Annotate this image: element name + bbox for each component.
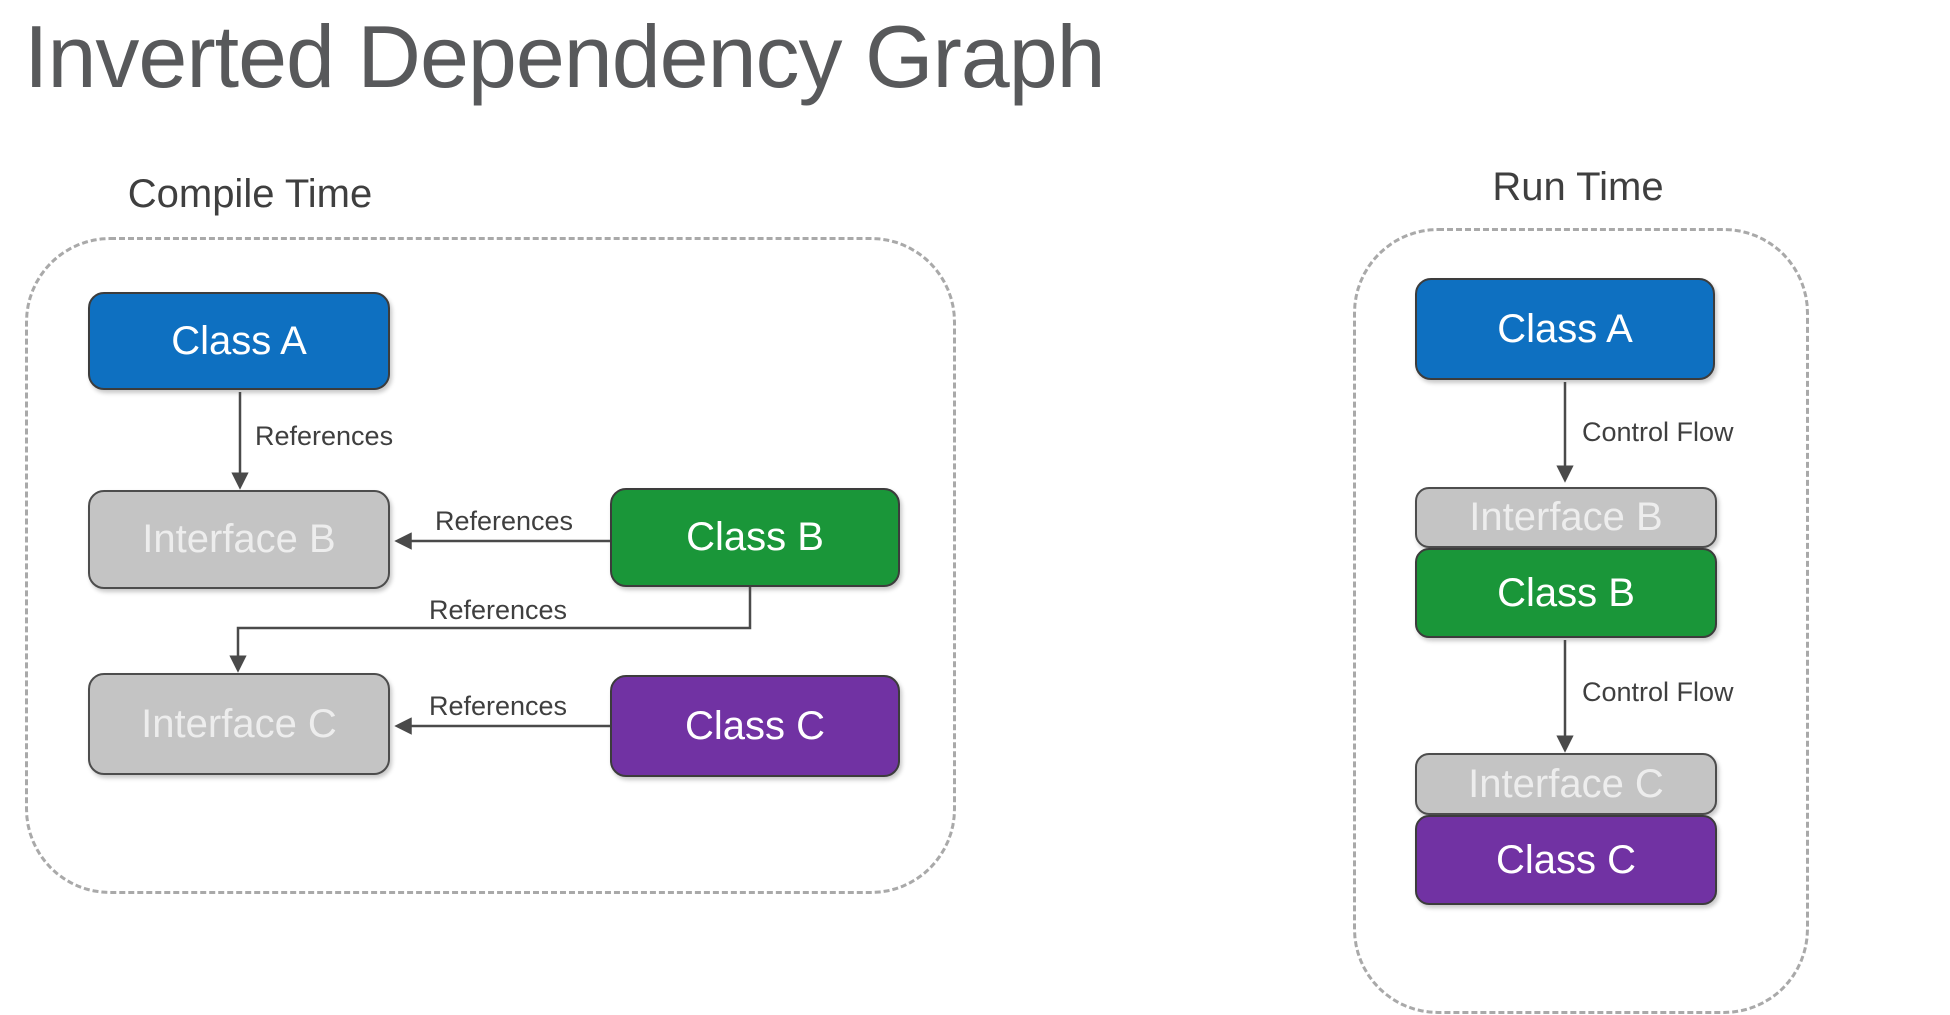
compile-class-b-node: Class B <box>610 488 900 587</box>
compile-interface-b-node: Interface B <box>88 490 390 589</box>
edge-label-a-references-interface-b: References <box>255 421 394 451</box>
compile-time-container <box>25 237 956 894</box>
run-interface-b-node: Interface B <box>1415 487 1717 548</box>
edge-label-class-b-references-interface-b: References <box>434 506 574 536</box>
run-interface-c-node: Interface C <box>1415 753 1717 815</box>
run-class-c-node: Class C <box>1415 815 1717 905</box>
edge-label-control-flow-a-to-b: Control Flow <box>1582 417 1734 447</box>
edge-label-control-flow-b-to-c: Control Flow <box>1582 677 1734 707</box>
run-time-container <box>1353 228 1809 1014</box>
compile-class-c-node: Class C <box>610 675 900 777</box>
page-title: Inverted Dependency Graph <box>24 7 1106 106</box>
run-class-b-node: Class B <box>1415 548 1717 638</box>
edge-label-class-c-references-interface-c: References <box>428 691 568 721</box>
run-time-section-label: Run Time <box>1492 165 1664 209</box>
compile-interface-c-node: Interface C <box>88 673 390 775</box>
run-class-a-node: Class A <box>1415 278 1715 380</box>
compile-class-a-node: Class A <box>88 292 390 390</box>
compile-time-section-label: Compile Time <box>127 172 373 216</box>
edge-label-class-b-references-interface-c: References <box>428 595 568 625</box>
